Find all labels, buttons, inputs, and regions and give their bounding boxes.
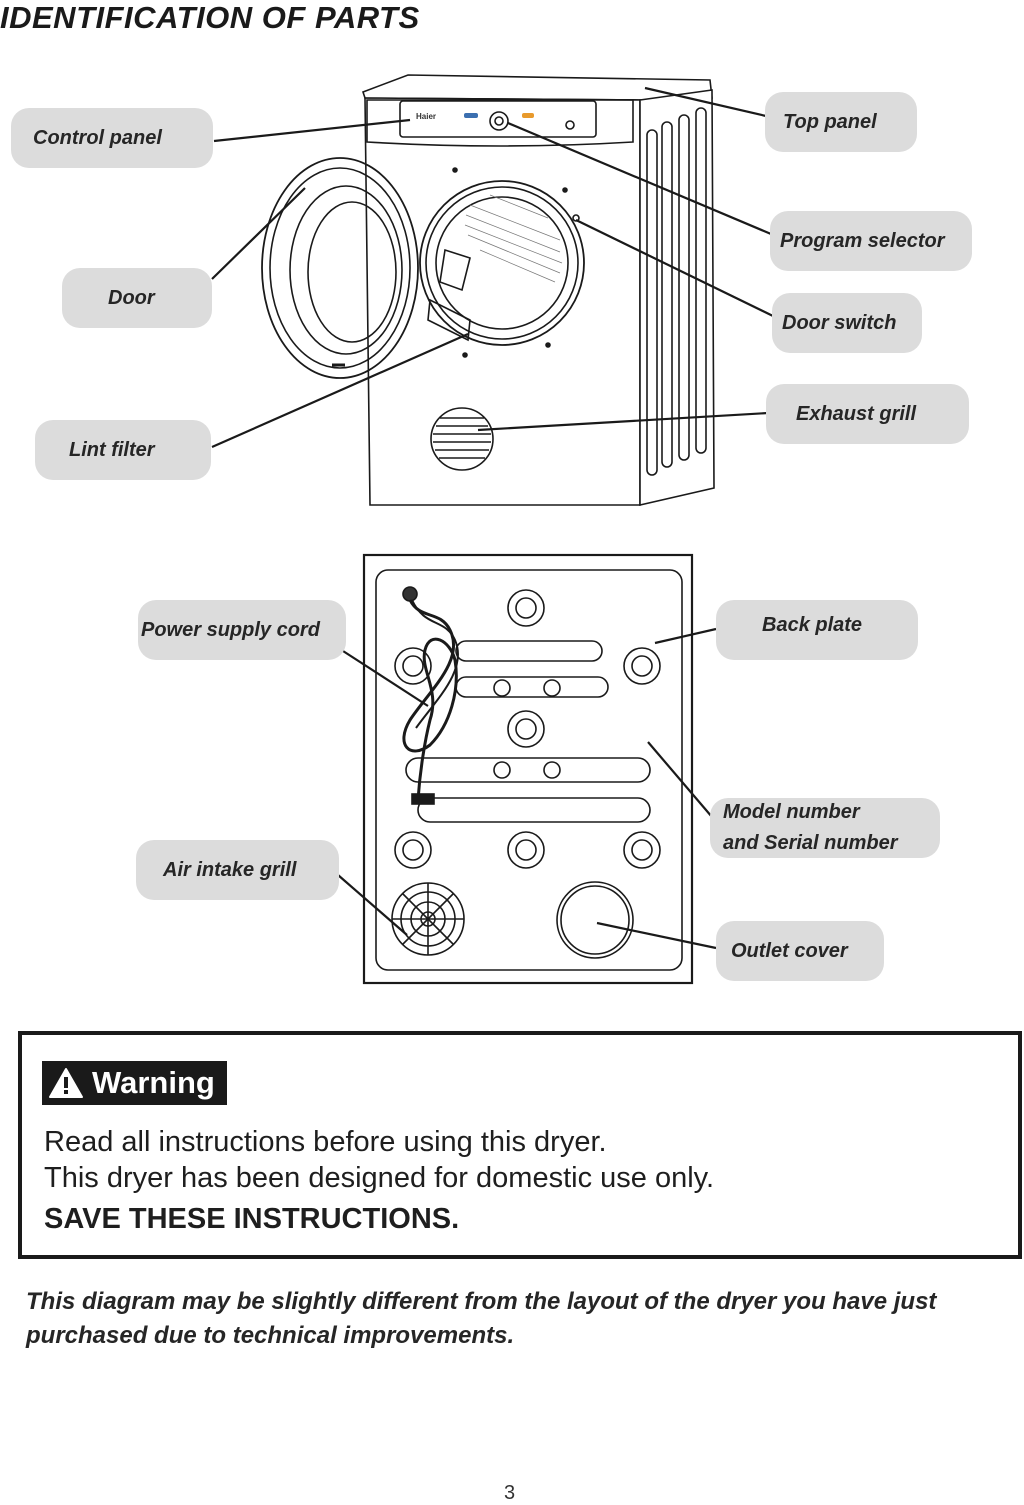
page-title: IDENTIFICATION OF PARTS: [0, 0, 420, 35]
disclaimer-text: This diagram may be slightly different f…: [26, 1288, 937, 1349]
power-cord-shape: [402, 599, 458, 801]
label-program-selector: Program selector: [770, 211, 972, 271]
control-panel-shape: [366, 99, 634, 147]
label-door-switch: Door switch: [772, 293, 922, 353]
label-power-supply-cord: Power supply cord: [138, 600, 346, 660]
dryer-front-view: Haier: [261, 74, 715, 507]
label-top-panel: Top panel: [765, 92, 917, 152]
label-model-number: Model number: [723, 801, 860, 823]
label-door: Door: [62, 268, 212, 328]
dryer-back-view: [362, 553, 694, 985]
warning-line-read-instructions: Read all instructions before using this …: [44, 1126, 607, 1158]
lint-filter-shape: [427, 298, 471, 342]
label-control-panel: Control panel: [11, 108, 213, 168]
outlet-cover-shape: [556, 881, 634, 959]
page-number: 3: [504, 1482, 516, 1504]
warning-line-save-instructions: SAVE THESE INSTRUCTIONS.: [44, 1203, 460, 1235]
label-lint-filter: Lint filter: [35, 420, 211, 480]
program-selector-knob: [489, 111, 509, 131]
door-shape: [261, 157, 419, 379]
drum-perforations: [464, 194, 563, 283]
warning-box: Warning Read all instructions before usi…: [18, 1031, 1022, 1259]
air-intake-grill-shape: [391, 882, 465, 956]
label-serial-number: and Serial number: [723, 832, 898, 854]
label-back-plate: Back plate: [716, 600, 918, 660]
label-model-serial-number: Model number and Serial number: [710, 798, 940, 858]
warning-line-domestic-use: This dryer has been designed for domesti…: [44, 1162, 715, 1194]
top-panel-shape: [361, 74, 713, 101]
label-exhaust-grill: Exhaust grill: [766, 384, 969, 444]
warning-triangle-icon: [49, 1068, 83, 1098]
leader-lines: [211, 86, 774, 950]
exhaust-grill-shape: [430, 407, 494, 471]
label-air-intake-grill: Air intake grill: [136, 840, 339, 900]
warning-badge-label: Warning: [92, 1065, 215, 1100]
brand-logo: Haier: [416, 112, 436, 121]
label-outlet-cover: Outlet cover: [716, 921, 884, 981]
parts-diagram: Haier: [211, 74, 774, 985]
warning-badge: Warning: [42, 1061, 227, 1105]
